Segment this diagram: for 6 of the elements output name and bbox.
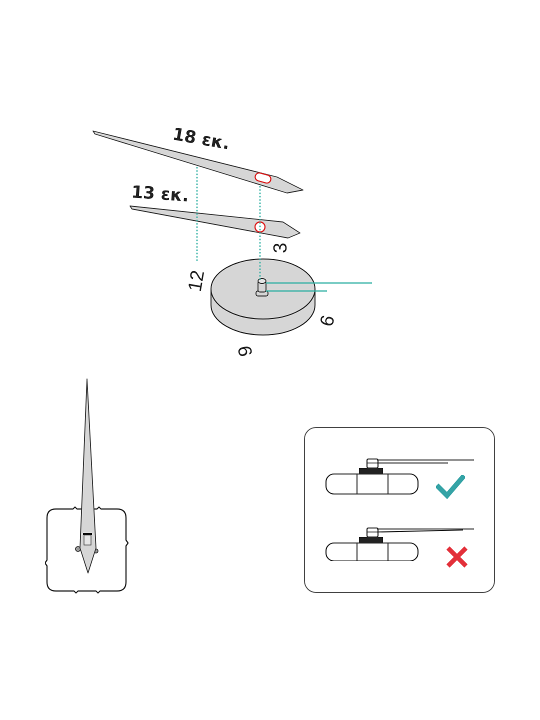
dial-number: 9 <box>236 344 256 358</box>
dial-number: 12 <box>186 268 208 294</box>
length-label: 18 εκ. <box>171 126 231 154</box>
dial-number: 6 <box>317 313 339 329</box>
length-label: 13 εκ. <box>130 184 190 206</box>
dial-number: 3 <box>272 242 290 254</box>
